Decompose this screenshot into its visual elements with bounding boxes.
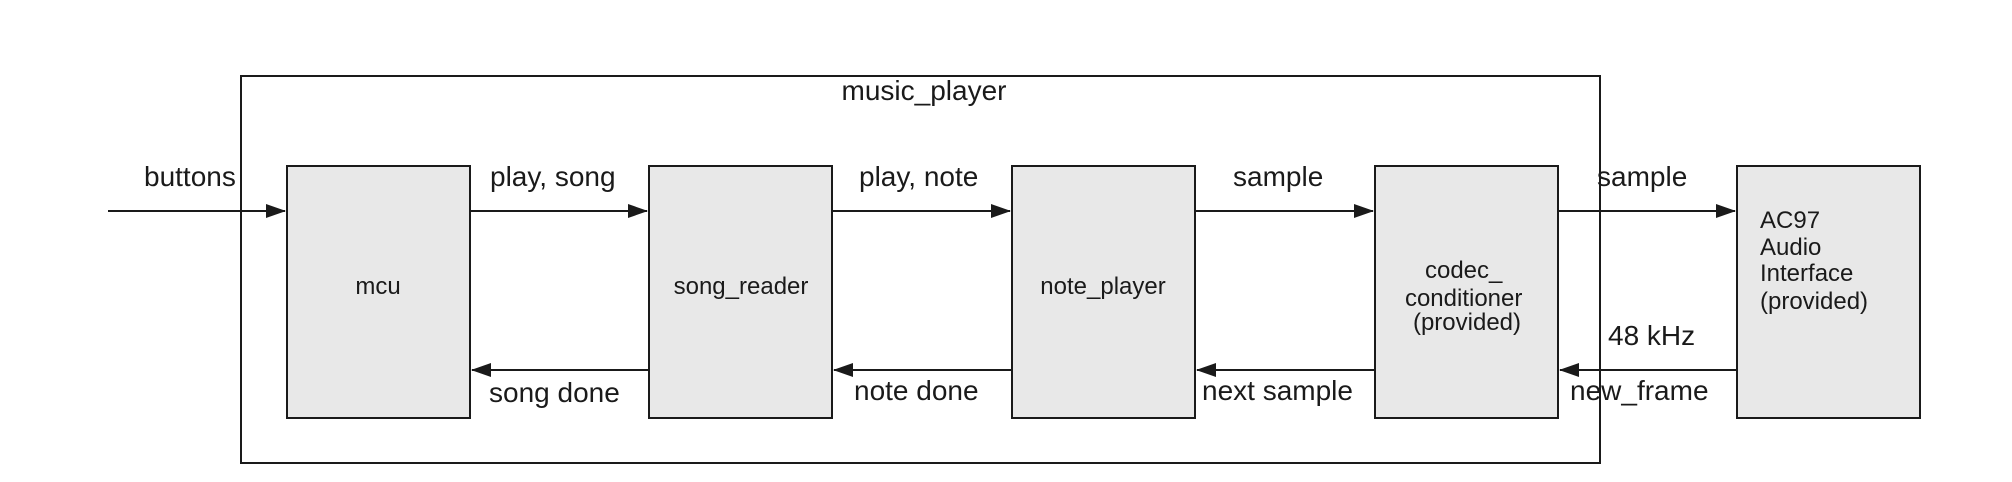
song-done-label: song done — [489, 377, 620, 408]
next-sample-label: next sample — [1202, 375, 1353, 406]
note-player-block: note_player — [1011, 165, 1196, 419]
buttons-label: buttons — [144, 161, 236, 192]
music-player-container — [240, 75, 1601, 464]
mcu-block: mcu — [286, 165, 471, 419]
rate-label: 48 kHz — [1608, 320, 1695, 351]
codec-conditioner-label: codec_ conditioner (provided) — [1405, 257, 1529, 336]
ac97-interface-block: AC97 Audio Interface (provided) — [1736, 165, 1921, 419]
codec-conditioner-box — [1374, 165, 1559, 419]
note-done-label: note done — [854, 375, 979, 406]
mcu-label: mcu — [355, 273, 400, 300]
new-frame-label: new_frame — [1570, 375, 1709, 406]
ac97-interface-box — [1736, 165, 1921, 419]
note-player-label: note_player — [1040, 273, 1165, 300]
sample-in-label: sample — [1233, 161, 1323, 192]
mcu-box — [286, 165, 471, 419]
note-player-box — [1011, 165, 1196, 419]
song-reader-box — [648, 165, 833, 419]
sample-out-label: sample — [1597, 161, 1687, 192]
song-reader-block: song_reader — [648, 165, 833, 419]
play-song-label: play, song — [490, 161, 616, 192]
music-player-label: music_player — [842, 75, 1007, 106]
ac97-interface-label: AC97 Audio Interface (provided) — [1760, 207, 1868, 315]
codec-conditioner-block: codec_ conditioner (provided) — [1374, 165, 1559, 419]
song-reader-label: song_reader — [674, 273, 809, 300]
play-note-label: play, note — [859, 161, 978, 192]
